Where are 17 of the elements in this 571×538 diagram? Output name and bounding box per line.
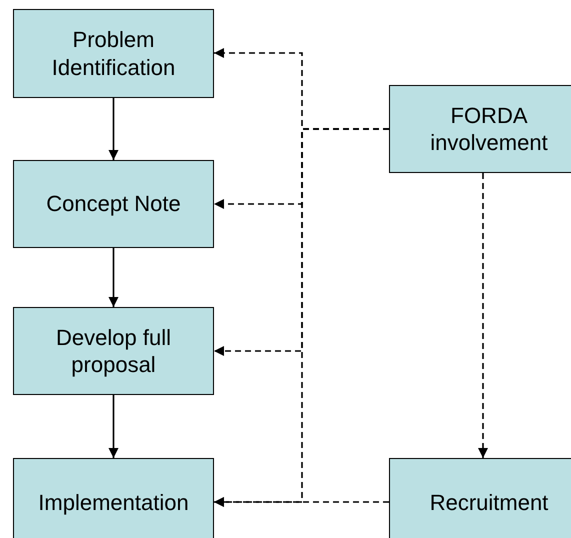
box-label: Recruitment (430, 489, 548, 517)
box-label: Implementation (38, 489, 189, 517)
arrow (108, 98, 118, 160)
box-label: Concept Note (46, 190, 181, 218)
arrow (108, 248, 118, 307)
process-box (13, 307, 214, 395)
process-box (13, 9, 214, 98)
process-box (389, 85, 571, 173)
box-label: FORDA involvement (429, 102, 549, 156)
box-label: Develop full proposal (55, 324, 172, 378)
process-box (389, 458, 571, 538)
arrow (478, 173, 488, 458)
arrow (214, 497, 389, 507)
box-label: Problem Identification (50, 26, 176, 81)
arrow (108, 395, 118, 458)
process-box (13, 160, 214, 248)
process-box (13, 458, 214, 538)
